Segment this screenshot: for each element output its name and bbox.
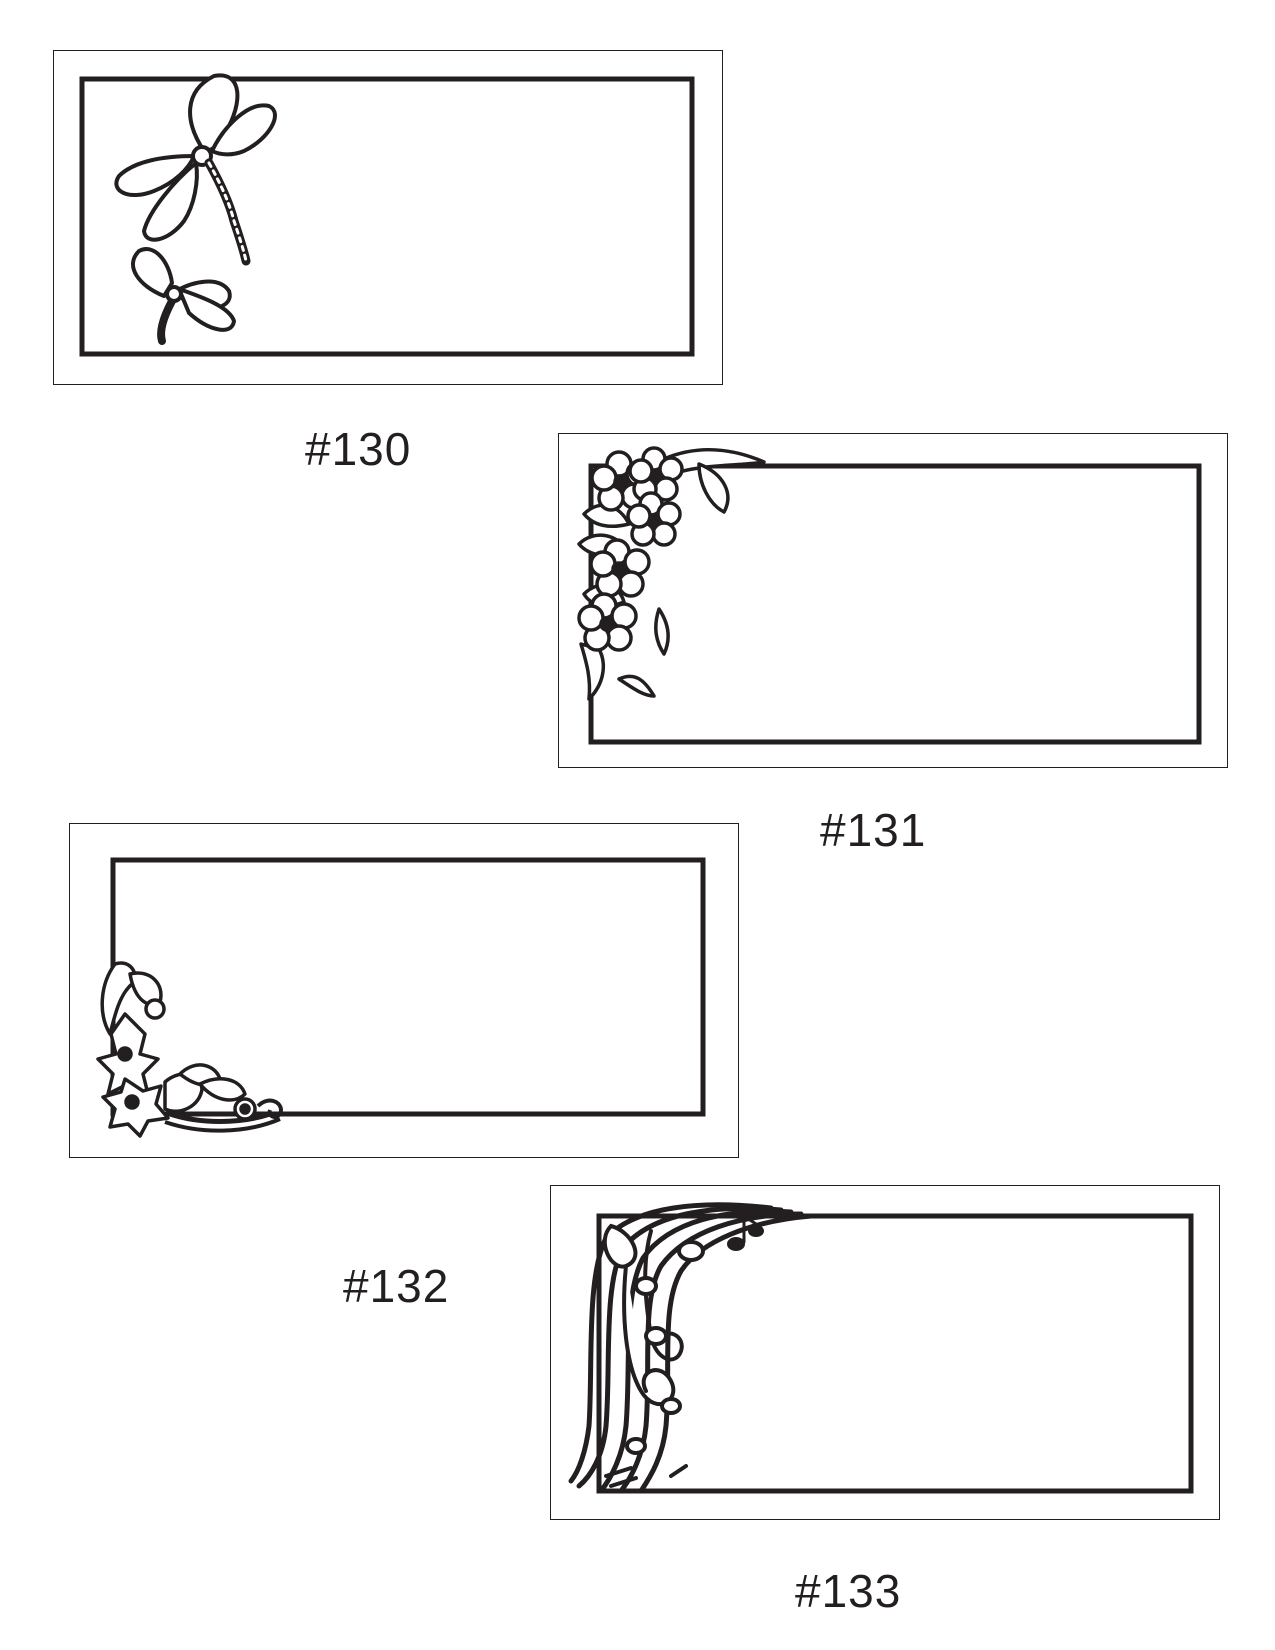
card-131-frame: [577, 446, 1202, 745]
music-staff-corner-icon: [568, 1202, 814, 1494]
dragonfly-corner-icon: [114, 73, 277, 345]
card-133-frame: [568, 1202, 1194, 1494]
floral-scroll-corner-icon: [96, 961, 283, 1138]
card-132: [69, 823, 739, 1158]
card-130-frame: [79, 73, 695, 357]
card-130-label: #130: [305, 423, 412, 475]
card-133: [550, 1185, 1220, 1520]
card-132-label: #132: [343, 1260, 450, 1312]
card-131: [558, 433, 1228, 768]
card-131-label: #131: [820, 804, 927, 856]
card-133-label: #133: [795, 1565, 902, 1617]
card-130: [53, 50, 723, 385]
flower-vine-corner-icon: [577, 446, 766, 701]
card-132-frame: [96, 857, 706, 1138]
